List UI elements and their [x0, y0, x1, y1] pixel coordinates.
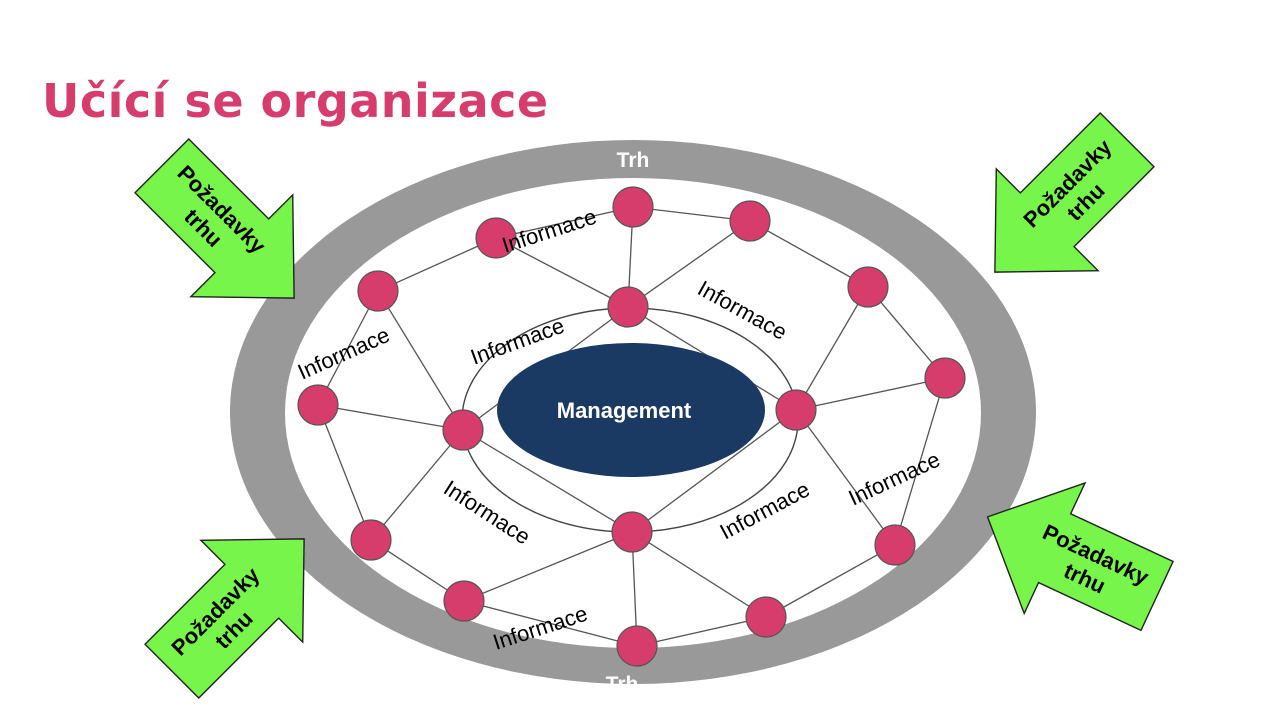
- network-edge: [463, 600, 638, 647]
- network-edge: [495, 237, 629, 308]
- network-edge: [765, 544, 896, 618]
- network-edge: [749, 220, 869, 288]
- network-edges: [317, 206, 946, 647]
- network-edge: [631, 531, 767, 618]
- network-node: [612, 186, 654, 228]
- management-label: Management: [557, 398, 692, 423]
- network-node: [442, 409, 484, 451]
- management-center: [497, 343, 765, 477]
- network-edge: [627, 220, 751, 308]
- network-node: [745, 596, 787, 638]
- network-edge: [795, 409, 896, 546]
- network-edge: [463, 531, 633, 602]
- network-node: [357, 270, 399, 312]
- market-label-bottom: Trh: [606, 673, 639, 696]
- network-edge: [317, 404, 372, 541]
- network-node: [475, 217, 517, 259]
- network-edge: [795, 377, 946, 411]
- network-node: [607, 286, 649, 328]
- arrow-bottom-left: Požadavky trhu: [144, 538, 305, 699]
- network-node: [616, 625, 658, 667]
- network-node: [924, 357, 966, 399]
- network-edge: [795, 286, 869, 411]
- network-edge: [317, 290, 379, 406]
- network-node: [775, 389, 817, 431]
- network-node: [443, 580, 485, 622]
- network-node: [729, 200, 771, 242]
- network-node: [611, 511, 653, 553]
- network-edge: [636, 616, 767, 647]
- network-edge: [370, 429, 464, 541]
- slide-title: Učící se organizace: [42, 74, 549, 128]
- network-nodes: [297, 186, 966, 667]
- network-edge: [377, 290, 464, 431]
- network-edge: [462, 429, 633, 533]
- market-label-top: Trh: [617, 149, 650, 172]
- network-edge: [631, 409, 797, 533]
- network-edge: [317, 404, 464, 431]
- network-edge: [495, 206, 634, 239]
- network-edge: [377, 237, 497, 292]
- network-node: [874, 524, 916, 566]
- network-node: [350, 519, 392, 561]
- network-node: [847, 266, 889, 308]
- network-edge: [894, 377, 946, 546]
- network-node: [297, 384, 339, 426]
